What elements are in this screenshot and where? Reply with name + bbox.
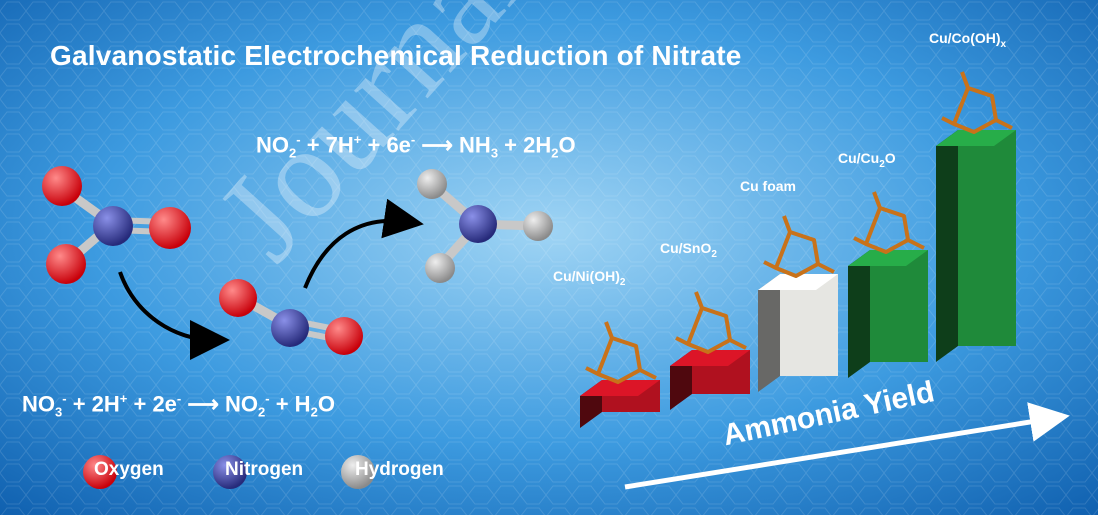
nitrogen-atom bbox=[459, 205, 497, 243]
bar-top-2 bbox=[670, 350, 750, 366]
bar-top-4 bbox=[848, 250, 928, 266]
catalyst-label-cu-cooh-x: Cu/Co(OH)x bbox=[929, 30, 1007, 50]
legend-hydrogen-dot bbox=[341, 455, 375, 489]
bar-front-5 bbox=[958, 130, 1016, 346]
hydrogen-atom bbox=[523, 211, 553, 241]
no-molecule-middle bbox=[219, 279, 363, 355]
legend-nitrogen-dot bbox=[213, 455, 247, 489]
catalyst-structure-4 bbox=[853, 191, 925, 254]
bar-group bbox=[580, 71, 1016, 428]
nitrogen-atom bbox=[271, 309, 309, 347]
legend-hydrogen: Hydrogen bbox=[355, 459, 444, 480]
page-title: Galvanostatic Electrochemical Reduction … bbox=[50, 40, 742, 71]
catalyst-structure-2 bbox=[675, 291, 747, 354]
catalyst-label-cu-nioh2: Cu/Ni(OH)2 bbox=[553, 268, 626, 288]
yield-arrow bbox=[624, 402, 1070, 490]
legend-oxygen-dot bbox=[83, 455, 117, 489]
bar-front-3 bbox=[780, 274, 838, 376]
nitrite-molecule-left bbox=[42, 166, 191, 284]
bar-front-4 bbox=[870, 250, 928, 362]
bar-top-3 bbox=[758, 274, 838, 290]
catalyst-structure-1 bbox=[585, 321, 657, 384]
reaction-arrow-2 bbox=[303, 198, 424, 289]
oxygen-atom bbox=[325, 317, 363, 355]
bar-side-3 bbox=[758, 274, 780, 392]
legend-nitrogen: Nitrogen bbox=[225, 459, 304, 480]
equation-bottom: NO3- + 2H+ + 2e- ⟶ NO2- + H2O bbox=[22, 391, 335, 420]
bar-side-4 bbox=[848, 250, 870, 378]
oxygen-atom bbox=[46, 244, 86, 284]
hydrogen-atom bbox=[425, 253, 455, 283]
oxygen-atom bbox=[149, 207, 191, 249]
reaction-arrow-1 bbox=[118, 271, 230, 360]
equation-top: NO2- + 7H+ + 6e- ⟶ NH3 + 2H2O bbox=[256, 132, 576, 161]
oxygen-atom bbox=[219, 279, 257, 317]
bar-top-5 bbox=[936, 130, 1016, 146]
catalyst-label-cu-cu2o: Cu/Cu2O bbox=[838, 150, 896, 170]
catalyst-label-cu-sno2: Cu/SnO2 bbox=[660, 240, 717, 260]
catalyst-structure-3 bbox=[763, 215, 835, 278]
bar-side-5 bbox=[936, 130, 958, 362]
bar-top-1 bbox=[580, 380, 660, 396]
nitrogen-atom bbox=[93, 206, 133, 246]
hydrogen-atom bbox=[417, 169, 447, 199]
oxygen-atom bbox=[42, 166, 82, 206]
catalyst-label-cu-foam: Cu foam bbox=[740, 178, 796, 194]
catalyst-structure-5 bbox=[941, 71, 1013, 134]
ammonia-molecule bbox=[417, 169, 553, 283]
legend-oxygen: Oxygen bbox=[94, 459, 164, 480]
